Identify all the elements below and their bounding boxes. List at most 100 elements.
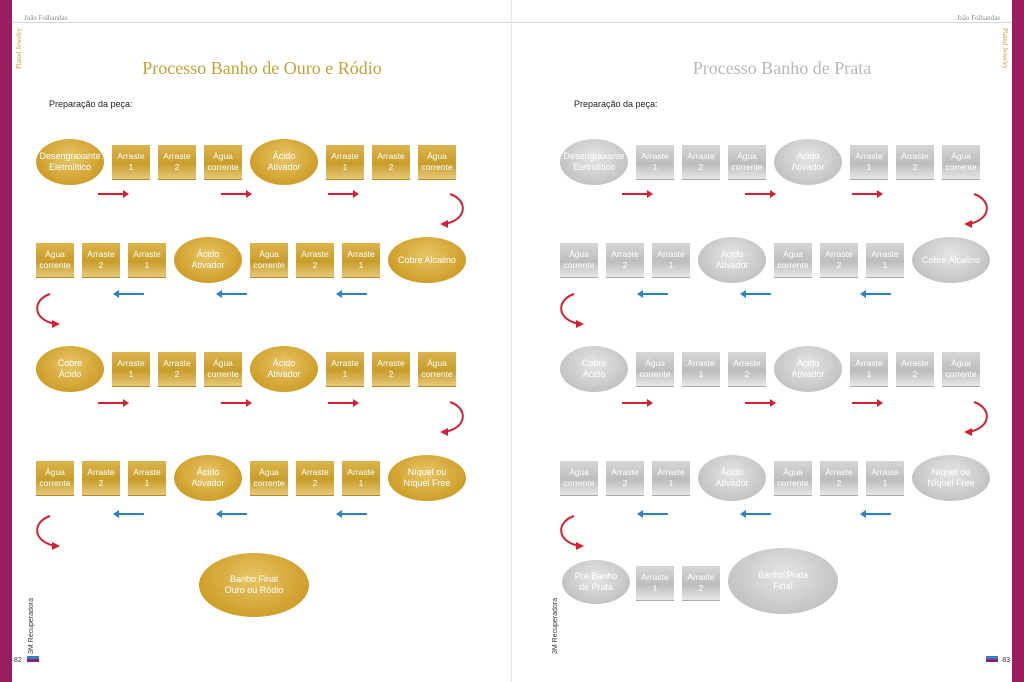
page-title-right: Processo Banho de Prata <box>692 58 872 78</box>
arrow-right-icon <box>98 190 129 198</box>
u-turn-arrow-icon <box>440 193 464 228</box>
process-step: Água corrente <box>418 352 456 387</box>
footer-brand-left: 3M Recuperadora <box>28 598 35 655</box>
process-step: Arraste 1 <box>342 461 380 496</box>
process-step: Arraste 1 <box>636 145 674 180</box>
arrow-right-icon <box>852 190 883 198</box>
process-step: Cobre Ácido <box>560 346 628 392</box>
process-step: Água corrente <box>774 461 812 496</box>
final-bath-node: Banho Final Ouro ou Ródio <box>199 553 309 617</box>
arrow-left-icon <box>336 510 367 518</box>
process-step: Arraste 1 <box>342 243 380 278</box>
process-step: Níquel ou Níquel Free <box>388 455 466 501</box>
process-step: Arraste 1 <box>850 145 888 180</box>
process-step: Ácido Ativador <box>250 346 318 392</box>
prep-label-right: Preparação da peça: <box>574 99 658 109</box>
process-step: Ácido Ativador <box>250 139 318 185</box>
arrow-left-icon <box>860 510 891 518</box>
process-step: Água corrente <box>204 145 242 180</box>
arrow-right-icon <box>622 190 653 198</box>
process-step: Água corrente <box>636 352 674 387</box>
process-step: Arraste 2 <box>372 352 410 387</box>
process-step: Água corrente <box>36 461 74 496</box>
arrow-left-icon <box>216 290 247 298</box>
u-turn-arrow-icon <box>440 401 464 436</box>
process-step: Água corrente <box>250 243 288 278</box>
process-step: Arraste 2 <box>820 243 858 278</box>
process-step: Arraste 2 <box>896 352 934 387</box>
arrow-left-icon <box>860 290 891 298</box>
process-step: Água corrente <box>418 145 456 180</box>
arrow-left-icon <box>637 290 668 298</box>
process-step: Arraste 2 <box>296 461 334 496</box>
process-step: Ácido Ativador <box>174 237 242 283</box>
process-step: Arraste 2 <box>896 145 934 180</box>
process-step: Ácido Ativador <box>174 455 242 501</box>
process-step: Água corrente <box>250 461 288 496</box>
process-step: Água corrente <box>774 243 812 278</box>
header-author-right: João Folhandas <box>956 14 1000 22</box>
arrow-left-icon <box>113 290 144 298</box>
arrow-right-icon <box>221 399 252 407</box>
arrow-right-icon <box>622 399 653 407</box>
process-step: Cobre Alcalino <box>388 237 466 283</box>
final-step: Pré Banho de Prata <box>562 560 630 604</box>
u-turn-arrow-icon <box>964 401 988 436</box>
u-turn-arrow-icon <box>560 515 584 550</box>
arrow-right-icon <box>328 190 359 198</box>
process-step: Arraste 1 <box>112 145 150 180</box>
process-step: Arraste 1 <box>128 461 166 496</box>
process-step: Água corrente <box>36 243 74 278</box>
prep-label-left: Preparação da peça: <box>49 99 133 109</box>
process-step: Arraste 1 <box>326 145 364 180</box>
side-label-right: Plated Jewelry <box>1001 28 1009 70</box>
right-page: João Folhandas Plated Jewelry Processo B… <box>512 0 1012 682</box>
process-step: Arraste 1 <box>652 243 690 278</box>
u-turn-arrow-icon <box>36 515 60 550</box>
process-step: Ácido Ativador <box>698 455 766 501</box>
process-step: Arraste 2 <box>606 243 644 278</box>
process-step: Arraste 2 <box>82 243 120 278</box>
process-step: Arraste 1 <box>652 461 690 496</box>
process-step: Arraste 2 <box>728 352 766 387</box>
process-step: Ácido Ativador <box>774 139 842 185</box>
process-step: Arraste 2 <box>296 243 334 278</box>
u-turn-arrow-icon <box>560 293 584 328</box>
process-step: Arraste 1 <box>682 352 720 387</box>
process-step: Água corrente <box>942 352 980 387</box>
arrow-right-icon <box>745 190 776 198</box>
process-step: Arraste 2 <box>158 145 196 180</box>
process-step: Desengraxante Eletrolítico <box>560 139 628 185</box>
arrow-left-icon <box>336 290 367 298</box>
left-page: João Folhandas Plated Jewelry Processo B… <box>12 0 512 682</box>
process-step: Arraste 1 <box>866 461 904 496</box>
page-number-left: 82 <box>14 657 22 664</box>
process-step: Arraste 2 <box>82 461 120 496</box>
process-step: Cobre Ácido <box>36 346 104 392</box>
arrow-left-icon <box>113 510 144 518</box>
publisher-logo-icon <box>27 656 39 662</box>
process-step: Cobre Alcalino <box>912 237 990 283</box>
u-turn-arrow-icon <box>36 293 60 328</box>
page-title-left: Processo Banho de Ouro e Ródio <box>142 58 382 78</box>
u-turn-arrow-icon <box>964 193 988 228</box>
process-step: Arraste 1 <box>866 243 904 278</box>
process-step: Desengraxante Eletrolítico <box>36 139 104 185</box>
process-step: Arraste 2 <box>820 461 858 496</box>
header-rule <box>12 22 512 23</box>
header-rule <box>512 22 1012 23</box>
process-step: Ácido Ativador <box>774 346 842 392</box>
side-label-left: Plated Jewelry <box>15 28 23 70</box>
arrow-right-icon <box>221 190 252 198</box>
arrow-right-icon <box>852 399 883 407</box>
publisher-logo-icon <box>986 656 998 662</box>
process-step: Água corrente <box>204 352 242 387</box>
arrow-right-icon <box>328 399 359 407</box>
page-number-right: 83 <box>1002 657 1010 664</box>
final-step: Banho Prata Final <box>728 548 838 614</box>
process-step: Água corrente <box>560 461 598 496</box>
process-step: Arraste 1 <box>850 352 888 387</box>
arrow-left-icon <box>637 510 668 518</box>
arrow-left-icon <box>216 510 247 518</box>
header-author-left: João Folhandas <box>24 14 68 22</box>
